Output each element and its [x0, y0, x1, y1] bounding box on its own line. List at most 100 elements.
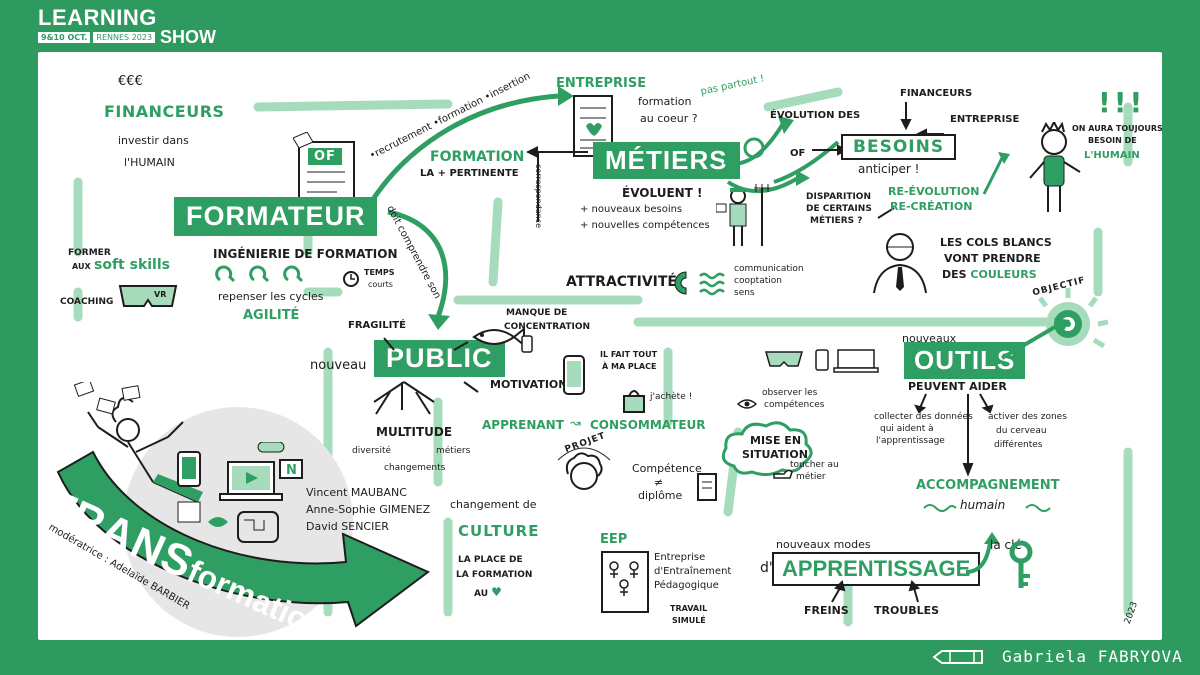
outils-box: OUTILS [904, 342, 1026, 379]
toucher-2: métier [796, 472, 826, 482]
cols-blancs-couleurs: COULEURS [970, 268, 1037, 281]
coaching-label: COACHING [60, 297, 114, 307]
brand-line2: SHOW [160, 27, 217, 47]
public-nouveau: nouveau [310, 358, 367, 373]
cloud-shape [721, 421, 813, 477]
magnet-icon [674, 271, 725, 296]
formateur-public-arrow [387, 209, 450, 330]
apprenant-label: APPRENANT [482, 418, 564, 432]
cols-blancs-l2: VONT PRENDRE [944, 252, 1041, 265]
speaker-item: Anne-Sophie GIMENEZ [306, 503, 431, 516]
formateur-box: FORMATEUR [174, 197, 378, 236]
formation-pertinente-title: FORMATION [430, 149, 525, 165]
manque-label-2: CONCENTRATION [504, 322, 591, 332]
phone-icon [563, 355, 585, 395]
besoins-anticiper: anticiper ! [858, 162, 920, 176]
hand-icon [773, 469, 793, 479]
cols-blancs-des: DES [942, 268, 967, 281]
eep-e3: Pédagogique [654, 580, 719, 591]
motivation-label: MOTIVATION [490, 378, 568, 391]
attractivite-c2: cooptation [734, 276, 782, 286]
eep-building-icon [601, 551, 649, 613]
aux-label: AUX [72, 262, 91, 271]
apprentissage-arrows [831, 532, 1000, 603]
cols-blancs-l3: DES COULEURS [942, 268, 1037, 281]
eye-icon [736, 399, 758, 409]
clock-icon [343, 271, 359, 287]
toucher-1: toucher au [790, 460, 839, 470]
outils-peuvent: PEUVENT AIDER [908, 380, 1007, 393]
businessman-icon [873, 233, 927, 294]
brand-line1: LEARNING [38, 5, 157, 30]
of-badge: OF [308, 148, 342, 165]
brand-city: RENNES 2023 [93, 31, 156, 43]
mise-en-label: MISE EN [750, 434, 802, 447]
besoins-evolution: ÉVOLUTION DES [770, 110, 861, 121]
transformation-arrow [56, 450, 430, 628]
soft-skills-label: soft skills [94, 257, 170, 273]
consommateur-label: CONSOMMATEUR [590, 418, 706, 432]
humain-l3: L'HUMAIN [1084, 150, 1140, 161]
culture-line-l3: AU ♥ [474, 585, 502, 599]
outils-c2: qui aident à [880, 424, 934, 434]
vr-headset-icon [118, 285, 178, 307]
financeurs-left-line2: l'HUMAIN [124, 156, 175, 169]
culture-l3-text: AU [474, 589, 488, 599]
agilite-label: AGILITÉ [243, 308, 300, 323]
outils-arrows [914, 393, 994, 477]
outils-nouveaux: nouveaux [902, 332, 957, 345]
troubles-label: TROUBLES [874, 604, 940, 617]
sketchnote-canvas: TRANSformation modératrice : Adelaïde BA… [38, 52, 1162, 640]
culture-title: CULTURE [458, 522, 540, 540]
eep-e1: Entreprise [654, 552, 706, 563]
diploma-icon [697, 473, 717, 501]
besoins-of: OF [790, 148, 806, 159]
fait-tout-2: À MA PLACE [602, 362, 657, 371]
outils-a2: du cerveau [996, 426, 1047, 436]
outils-a3: différentes [994, 440, 1043, 450]
phone-hand-icon [521, 335, 533, 353]
pencil-icon [930, 648, 990, 670]
culture-l2-text: LA FORMATION [456, 570, 533, 580]
formation-pertinente-line: LA + PERTINENTE [420, 168, 519, 179]
heart-icon: ♥ [491, 585, 502, 599]
besoins-box: BESOINS [841, 134, 957, 160]
projet-person-icon [557, 447, 611, 490]
metiers-b1: + nouveaux besoins [580, 204, 683, 215]
attractivite-c1: communication [734, 264, 804, 274]
cols-blancs-l1: LES COLS BLANCS [940, 236, 1052, 249]
speakers-list: Vincent MAUBANC Anne-Sophie GIMENEZ Davi… [306, 484, 430, 535]
re-evolution-label: RE-ÉVOLUTION [888, 185, 980, 198]
situation-label: SITUATION [742, 448, 808, 461]
apprentissage-nouveaux: nouveaux modes [776, 538, 871, 551]
attractivite-c3: sens [734, 288, 755, 298]
competence-label: Compétence [632, 462, 702, 475]
outils-c3: l'apprentissage [876, 436, 945, 446]
fragilite-label: FRAGILITÉ [348, 320, 406, 331]
metiers-arrows [723, 116, 840, 194]
apprentissage-box: APPRENTISSAGE [772, 552, 981, 586]
outils-devices-icon [765, 349, 879, 373]
humain-l2: BESOIN DE [1088, 136, 1137, 145]
eep-e2: d'Entraînement [654, 566, 732, 577]
correspondance-arrow [526, 146, 588, 222]
financeurs-eee: €€€ [118, 74, 143, 89]
outils-c1: collecter des données [874, 412, 973, 422]
apprentissage-d: d' [760, 560, 773, 576]
re-creation-arrow [877, 152, 1010, 219]
accompagnement-humain: humain [960, 498, 1006, 512]
eep-simule: SIMULÉ [672, 616, 706, 625]
culture-line-l2: LA FORMATION [456, 570, 532, 580]
diplome-label: diplôme [638, 489, 683, 502]
humain-underline [923, 504, 1051, 512]
besoins-entreprise: ENTREPRISE [950, 114, 1020, 125]
metiers-evoluent: ÉVOLUENT ! [622, 186, 703, 200]
freins-label: FREINS [804, 604, 849, 617]
formateur-entreprise-arrow [365, 86, 574, 209]
observer-2: compétences [764, 400, 825, 410]
public-box: PUBLIC [374, 340, 505, 377]
speaker-item: David SENCIER [306, 520, 389, 533]
temps-label: TEMPS [364, 268, 395, 277]
metiers-box: MÉTIERS [593, 142, 740, 179]
ingenierie-line: repenser les cycles [218, 290, 324, 303]
